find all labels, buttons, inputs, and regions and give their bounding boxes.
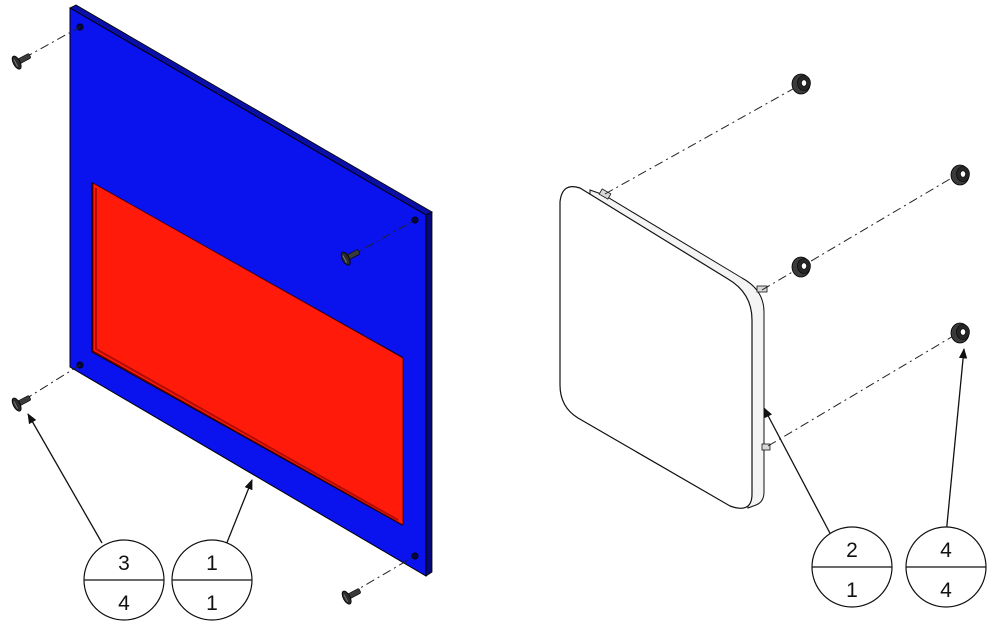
centerline <box>348 219 416 258</box>
screw <box>11 53 31 70</box>
balloon-item-number: 2 <box>846 539 858 562</box>
cover-stud <box>756 285 768 293</box>
centerline <box>761 175 956 291</box>
balloon-nut: 4 4 <box>905 526 987 608</box>
panel-assembly <box>69 4 433 577</box>
leader-screw <box>27 413 103 544</box>
leader-nut <box>945 347 968 536</box>
cover-assembly <box>559 186 771 509</box>
balloon-quantity: 1 <box>846 579 858 602</box>
nut <box>791 256 811 278</box>
centerline <box>23 364 81 401</box>
balloon-quantity: 4 <box>118 592 130 615</box>
centerline <box>349 555 416 595</box>
leader-panel <box>225 479 253 546</box>
red-window-inner-shadow <box>95 188 399 521</box>
leader-cover <box>763 407 833 538</box>
screw <box>340 249 360 266</box>
nut <box>950 164 970 186</box>
nut <box>950 322 970 344</box>
panel-hole <box>411 552 419 560</box>
balloon-item-number: 3 <box>118 552 130 575</box>
panel-hole <box>76 361 84 369</box>
balloon-panel: 1 1 <box>171 539 253 621</box>
red-window <box>92 182 404 526</box>
balloon-quantity: 4 <box>940 579 952 602</box>
cover-face <box>559 186 753 509</box>
balloon-quantity: 1 <box>206 592 218 615</box>
balloon-item-number: 4 <box>940 539 952 562</box>
screw <box>11 395 31 412</box>
cover-stud <box>761 443 771 451</box>
centerline <box>767 334 956 447</box>
nut <box>791 73 811 95</box>
screw <box>341 588 361 605</box>
panel-side-edge <box>425 211 433 577</box>
balloon-item-number: 1 <box>206 552 218 575</box>
balloon-screw: 3 4 <box>83 539 165 621</box>
centerline <box>23 26 81 59</box>
centerline <box>604 84 801 195</box>
panel-hole <box>411 216 419 224</box>
balloon-cover: 2 1 <box>811 526 893 608</box>
